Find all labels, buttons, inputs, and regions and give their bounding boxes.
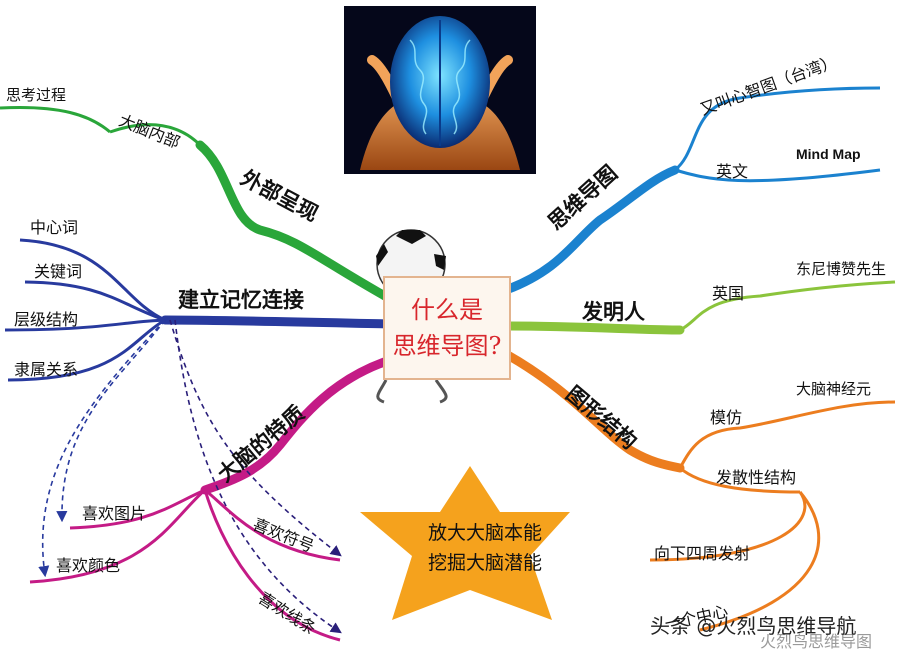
node-mindmap-english: 英文 bbox=[716, 162, 749, 181]
watermark: 头条 @火烈鸟思维导航 bbox=[650, 614, 857, 638]
node-memory-affiliation: 隶属关系 bbox=[14, 360, 79, 379]
central-topic-line2: 思维导图? bbox=[392, 332, 502, 360]
branch-traits-line bbox=[200, 355, 395, 495]
node-inventor-country: 英国 bbox=[712, 284, 745, 303]
brain-image-icon bbox=[344, 6, 536, 174]
node-inventor-name: 东尼博赞先生 bbox=[796, 260, 887, 278]
node-structure-outward: 向下四周发射 bbox=[654, 544, 751, 563]
central-topic-line1: 什么是 bbox=[411, 296, 483, 324]
node-memory-center-word: 中心词 bbox=[30, 218, 79, 237]
node-mindmap-english-value: Mind Map bbox=[796, 146, 861, 162]
star-line1: 放大大脑本能 bbox=[427, 522, 542, 544]
node-traits-colors: 喜欢颜色 bbox=[56, 556, 121, 575]
star-callout: 放大大脑本能 挖掘大脑潜能 bbox=[395, 518, 575, 578]
node-structure-imitate: 模仿 bbox=[710, 408, 743, 427]
star-shape-icon bbox=[360, 466, 570, 620]
central-topic: 什么是 思维导图? bbox=[383, 276, 511, 380]
branch-external-line bbox=[195, 140, 397, 305]
node-external-thinking: 思考过程 bbox=[6, 86, 67, 104]
branch-mindmap-line bbox=[501, 165, 680, 295]
branch-inventor-label: 发明人 bbox=[582, 299, 645, 324]
node-structure-neuron: 大脑神经元 bbox=[796, 380, 872, 398]
node-memory-keyword: 关键词 bbox=[34, 262, 83, 281]
watermark-overlay: 火烈鸟思维导图 bbox=[760, 632, 873, 651]
branch-memory-label: 建立记忆连接 bbox=[178, 287, 304, 312]
branch-memory-line bbox=[160, 315, 397, 329]
node-structure-radiant: 发散性结构 bbox=[716, 468, 797, 487]
node-traits-pictures: 喜欢图片 bbox=[82, 504, 147, 523]
star-line2: 挖掘大脑潜能 bbox=[427, 552, 542, 574]
node-memory-hierarchy: 层级结构 bbox=[14, 310, 79, 329]
branch-structure-line bbox=[501, 349, 685, 473]
branch-inventor-line bbox=[501, 321, 685, 335]
